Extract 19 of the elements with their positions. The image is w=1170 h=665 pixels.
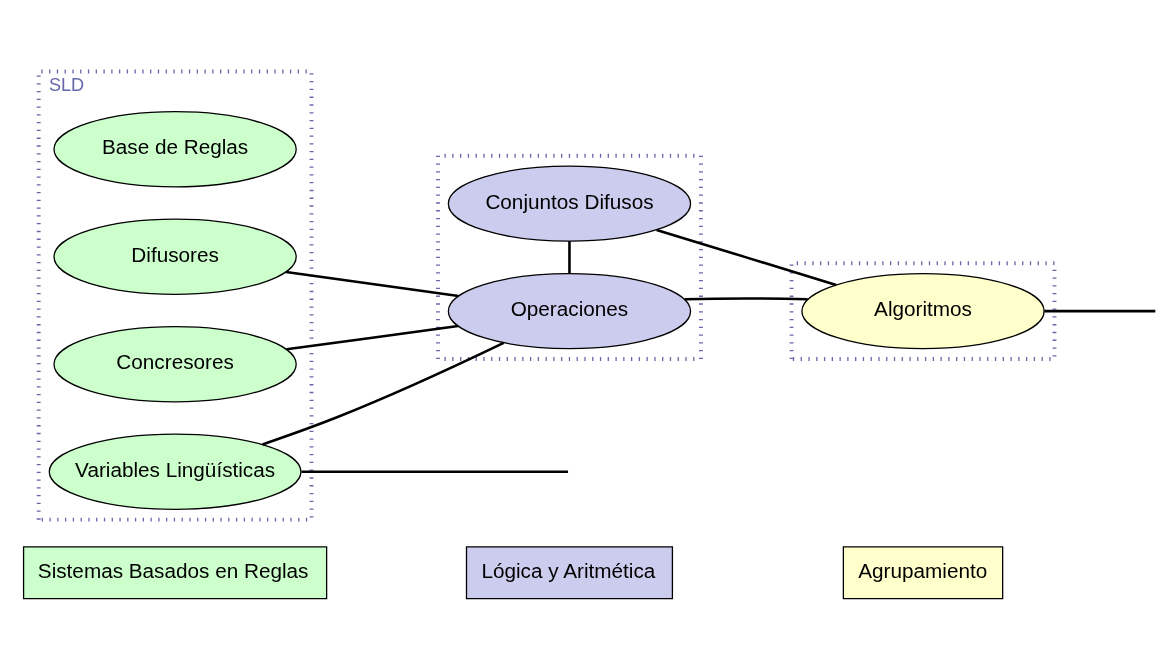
legend-label: Lógica y Aritmética	[481, 558, 656, 582]
connector	[285, 270, 459, 298]
node-ellipse: Difusores	[53, 218, 297, 295]
cluster	[436, 153, 703, 361]
connector	[1044, 309, 1156, 313]
node-ellipse: Base de Reglas	[53, 111, 297, 188]
node-ellipse: Algoritmos	[801, 272, 1045, 350]
cluster	[789, 261, 1057, 361]
connector	[286, 324, 459, 351]
connector	[684, 297, 808, 301]
legend-label: Sistemas Basados en Reglas	[37, 558, 309, 582]
connector	[656, 228, 837, 287]
node-ellipse: Operaciones	[447, 272, 692, 350]
node-ellipse: Variables Lingüísticas	[48, 433, 302, 510]
node-ellipse: Concresores	[53, 326, 297, 403]
node-ellipse: Conjuntos Difusos	[447, 165, 692, 242]
connector	[301, 470, 569, 473]
legend-label: Agrupamiento	[858, 558, 988, 582]
connector	[568, 241, 571, 274]
